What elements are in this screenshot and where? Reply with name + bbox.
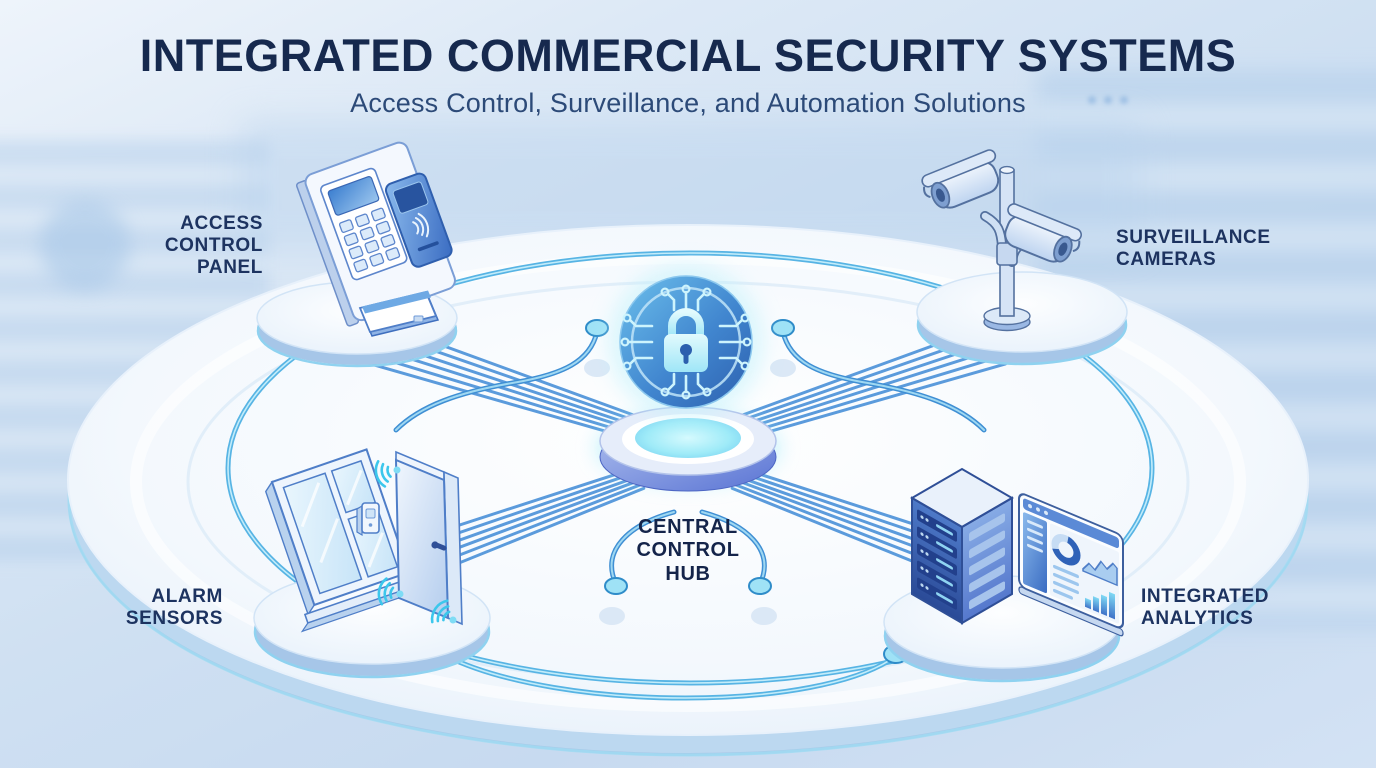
label-integrated-analytics: INTEGRATED ANALYTICS [1141,586,1341,630]
label-line: CAMERAS [1116,249,1217,271]
label-surveillance-cameras: SURVEILLANCE CAMERAS [1116,227,1336,271]
background-blur-blob [40,200,130,290]
analytics-dashboard [1018,493,1124,637]
window [264,448,423,633]
label-central-control-hub: CENTRAL CONTROL HUB [588,516,788,586]
label-alarm-sensors: ALARM SENSORS [73,586,223,630]
label-line: ANALYTICS [1141,608,1254,630]
background-blur-dots [1088,96,1128,104]
orbit-cable [225,250,1155,686]
central-hub [596,264,780,492]
label-line: CENTRAL [638,516,738,538]
card-reader [384,172,453,268]
server-dashboard-icon [910,467,1124,637]
label-line: ALARM [151,586,223,607]
label-line: CONTROL [164,235,263,257]
label-line: ACCESS [180,213,263,234]
door-sensor-waves [371,457,457,628]
page-subtitle: Access Control, Surveillance, and Automa… [350,88,1026,118]
wall-sensor [356,502,380,537]
label-line: SURVEILLANCE [1116,227,1271,248]
label-line: CONTROL [636,539,740,562]
label-access-control-panel: ACCESS CONTROL PANEL [113,213,263,280]
page-title: INTEGRATED COMMERCIAL SECURITY SYSTEMS [139,30,1237,81]
label-line: SENSORS [125,608,223,630]
padlock-circuit-icon [619,275,753,409]
label-line: HUB [665,562,711,585]
server-rack [910,467,1014,625]
camera-left [921,149,1000,209]
keypad-card-reader-icon [296,141,456,337]
door-window-sensor-icon [264,448,463,633]
cctv-cameras-icon [921,149,1082,332]
label-line: INTEGRATED [1141,586,1270,607]
label-line: PANEL [197,257,263,279]
camera-right [1004,203,1082,263]
key-card [358,290,440,337]
door [394,450,463,626]
